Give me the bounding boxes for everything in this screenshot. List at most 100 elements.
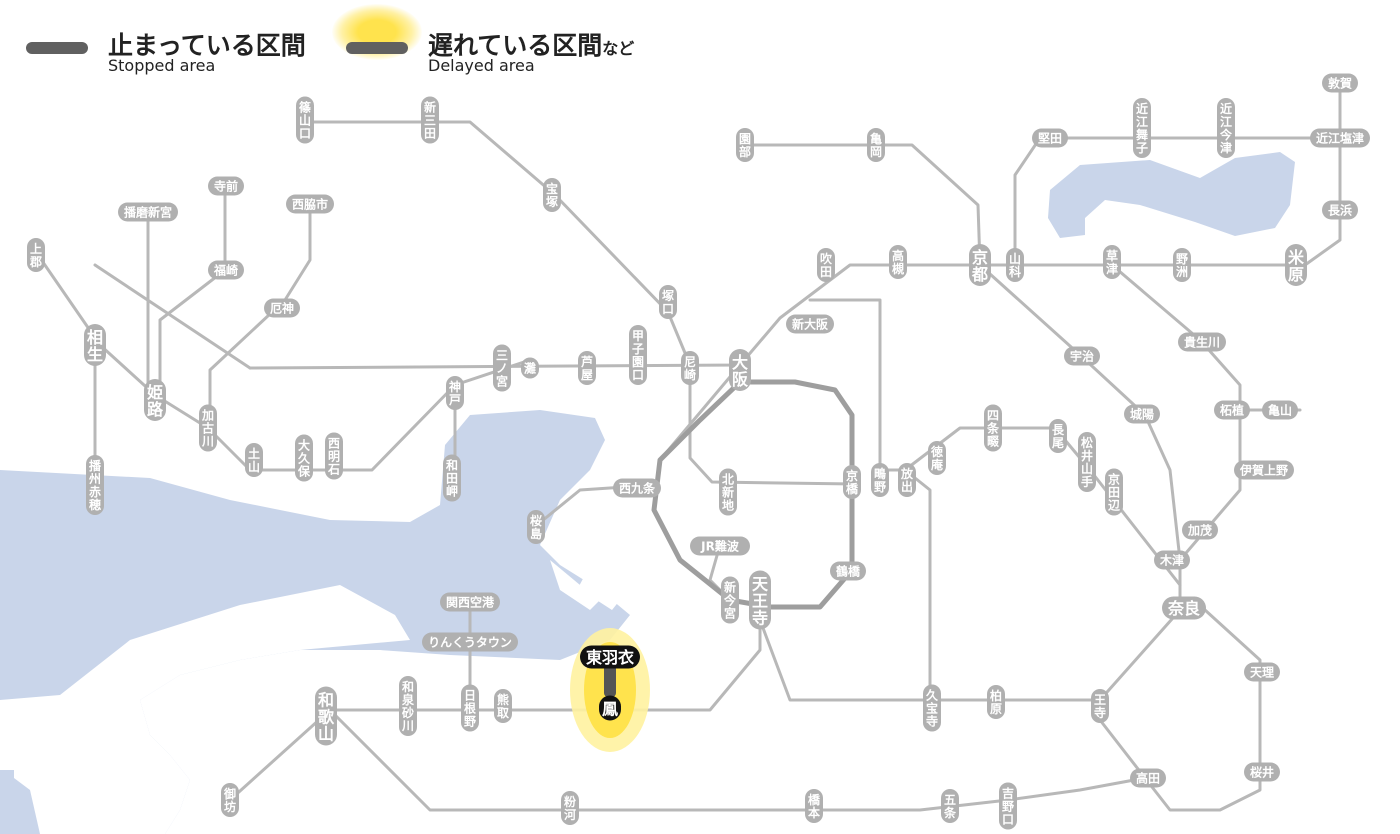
- station-name: 王寺: [1094, 693, 1106, 720]
- station-sannomiya: 三ノ宮: [493, 344, 511, 392]
- station-jrnamba: JR難波: [690, 536, 750, 556]
- station-name: 木津: [1159, 552, 1184, 567]
- station-name: 高田: [1136, 770, 1160, 785]
- station-tokuan: 徳庵: [928, 441, 946, 475]
- station-name: 鴫野: [874, 466, 886, 494]
- land-cutouts: [0, 560, 620, 834]
- line-tokaido: [248, 263, 1302, 370]
- station-label-bg: [527, 510, 545, 544]
- station-label-bg: [1103, 245, 1121, 279]
- station-name: 亀岡: [870, 131, 882, 159]
- station-tsukaguchi: 塚口: [659, 285, 677, 319]
- station-katata: 堅田: [1032, 128, 1068, 148]
- station-label-bg: [736, 128, 754, 162]
- station-label-bg: [1162, 596, 1206, 620]
- station-kakogawa: 加古川: [199, 404, 217, 452]
- station-label-bg: [521, 357, 539, 379]
- station-gojo: 五条: [941, 789, 959, 823]
- station-name: 寺前: [214, 178, 238, 193]
- station-tsuruga: 敦賀: [1322, 73, 1358, 93]
- station-hineno: 日根野: [461, 684, 479, 732]
- station-label-bg: [118, 202, 178, 222]
- delayed-label-suffix: など: [602, 39, 635, 58]
- station-kyobashi: 京橋: [843, 465, 861, 499]
- station-name: 高槻: [892, 248, 904, 276]
- station-label-bg: [1217, 98, 1235, 158]
- station-name: 西九条: [619, 480, 656, 495]
- station-name: 尼崎: [684, 355, 696, 382]
- station-name: 伊賀上野: [1239, 462, 1288, 477]
- station-name: 亀山: [1268, 402, 1292, 417]
- station-name: 近江塩津: [1316, 130, 1364, 145]
- line-sanin: [746, 143, 982, 267]
- station-name: 五条: [943, 793, 957, 820]
- station-label-bg: [928, 441, 946, 475]
- station-fukusaki: 福崎: [208, 260, 244, 280]
- station-name: 新今宮: [723, 580, 737, 621]
- station-label-bg: [805, 789, 823, 823]
- station-label-bg: [422, 632, 518, 652]
- station-label-bg: [443, 454, 461, 502]
- station-name: 橋本: [808, 792, 821, 820]
- station-label-bg: [690, 536, 750, 556]
- station-label-bg: [786, 314, 834, 334]
- station-joyo: 城陽: [1124, 404, 1160, 424]
- station-label-bg: [295, 434, 313, 482]
- station-gobo: 御坊: [221, 783, 239, 817]
- station-label-bg: [681, 351, 699, 385]
- station-label-bg: [1049, 419, 1067, 453]
- station-name: 放出: [900, 466, 914, 494]
- delayed-label-en: Delayed area: [428, 56, 535, 75]
- station-label-bg: [493, 344, 511, 392]
- station-sakurajima: 桜島: [527, 510, 545, 544]
- water-corner: [0, 770, 14, 784]
- station-sakurai: 桜井: [1244, 762, 1280, 782]
- delayed-label-jp: 遅れている区間など: [428, 26, 634, 62]
- station-yakujin: 厄神: [264, 298, 300, 318]
- station-kamigori: 上郡: [27, 238, 45, 272]
- station-name: 野洲: [1176, 252, 1188, 279]
- station-kumatori: 熊取: [494, 689, 512, 723]
- station-harimashingu: 播磨新宮: [118, 202, 178, 222]
- station-label-bg: [1182, 520, 1218, 540]
- stopped-swatch: [26, 42, 88, 54]
- station-label-bg: [1173, 248, 1191, 282]
- station-label-bg: [729, 349, 751, 391]
- station-kameoka: 亀岡: [867, 128, 885, 162]
- station-name: 新三田: [424, 100, 436, 141]
- delayed-label-main: 遅れている区間: [428, 31, 603, 60]
- station-name: 和泉砂川: [401, 679, 415, 733]
- station-shigino: 鴫野: [871, 463, 889, 497]
- station-aioi: 相生: [84, 324, 106, 366]
- station-name: 敦賀: [1328, 75, 1352, 90]
- station-nishiwakishi: 西脇市: [286, 194, 334, 214]
- station-banshuako: 播州赤穂: [86, 455, 104, 515]
- station-name: 姫路: [147, 383, 164, 419]
- station-kusatsu: 草津: [1103, 245, 1121, 279]
- station-label-bg: [580, 645, 640, 669]
- line-wakayama: [328, 708, 1147, 812]
- station-takada: 高田: [1130, 768, 1166, 788]
- station-label-bg: [629, 325, 647, 385]
- station-name: 貴生川: [1184, 334, 1220, 349]
- station-kitashinchi: 北新地: [719, 468, 737, 516]
- station-name: 宇治: [1070, 348, 1094, 363]
- station-tennoji: 天王寺: [749, 570, 771, 630]
- station-kyuhoji: 久宝寺: [923, 684, 941, 732]
- station-kyotanabe: 京田辺: [1105, 468, 1123, 516]
- station-name: 東羽衣: [586, 648, 634, 667]
- station-label-bg: [999, 782, 1017, 830]
- station-yasu: 野洲: [1173, 248, 1191, 282]
- station-name: 篠山口: [299, 100, 312, 141]
- station-omishiotsu: 近江塩津: [1310, 128, 1370, 148]
- station-name: りんくうタウン: [428, 635, 512, 649]
- station-shinimamiya: 新今宮: [721, 576, 739, 624]
- station-name: 加古川: [201, 408, 214, 449]
- station-ashiya: 芦屋: [578, 351, 596, 385]
- station-name: 西明石: [327, 437, 340, 477]
- station-oji: 王寺: [1091, 689, 1109, 723]
- station-sasayamaguchi: 篠山口: [296, 96, 314, 144]
- station-label-bg: [1006, 248, 1024, 282]
- station-label-bg: [1124, 404, 1160, 424]
- station-name: 柏原: [990, 688, 1002, 716]
